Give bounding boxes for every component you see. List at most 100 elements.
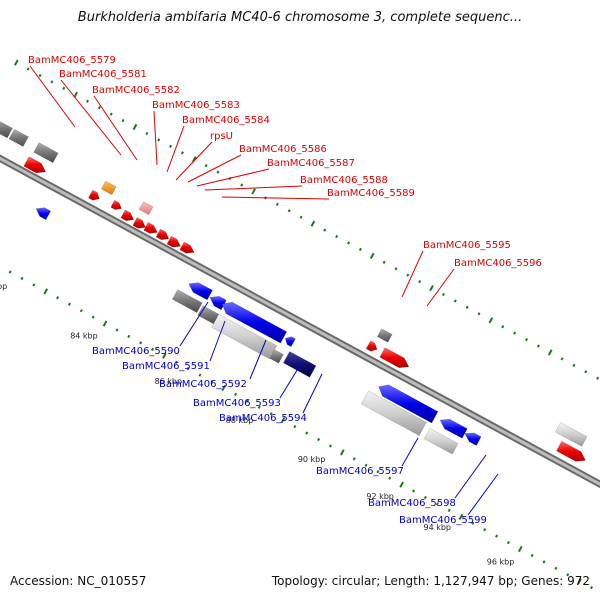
kbp-label: 84 kbp [70,331,98,340]
upper-tick [240,183,244,187]
kbp-label: 90 kbp [298,455,326,464]
lower-tick [139,341,143,345]
lower-tick [412,489,416,493]
gene-label-forward: BamMC406_5588 [300,175,388,186]
leader-line [29,65,76,128]
lower-tick [340,449,345,456]
upper-tick [132,123,138,131]
reverse-gene-arrow [439,418,468,439]
upper-tick [251,188,256,195]
upper-tick [14,59,19,66]
upper-tick [547,349,553,356]
upper-tick [429,284,434,292]
lower-tick [221,384,227,392]
gene-label-forward: BamMC406_5581 [59,69,147,80]
leader-line [93,95,138,161]
upper-tick [418,280,422,284]
lower-tick [79,309,83,313]
lower-tick [20,276,24,281]
gene-label-reverse: BamMC406_5598 [368,498,456,509]
leader-line [401,250,424,298]
upper-tick [453,299,457,303]
lower-tick [483,528,487,532]
lower-tick [364,463,368,467]
lower-tick [293,425,297,429]
pseudo-gene-box [360,390,427,436]
upper-tick [287,209,291,213]
upper-tick [275,202,279,206]
lower-tick [435,502,439,506]
forward-gene-arrow [23,156,47,174]
lower-tick [577,578,582,585]
rRNA-gene-box [138,201,154,216]
leader-line [279,361,303,399]
upper-tick [488,317,494,324]
forward-gene-arrow [179,241,195,254]
upper-tick [369,252,375,259]
kbp-label: 94 kbp [423,523,451,532]
reverse-gene-box [283,351,317,378]
lower-tick [174,360,178,364]
gene-label-reverse: BamMC406_5597 [316,466,404,477]
kbp-label: 96 kbp [487,557,515,566]
reverse-gene-arrow [209,296,227,311]
lower-tick [91,315,95,319]
gene-label-forward: BamMC406_5583 [152,100,240,111]
upper-tick [145,131,149,136]
kbp-label: 86 kbp [155,377,183,386]
gene-label-reverse: BamMC406_5594 [219,413,307,424]
gene-label-reverse: BamMC406_5593 [193,398,281,409]
lower-tick [151,347,155,351]
forward-gene-arrow [132,217,146,229]
leader-line [426,268,455,307]
forward-gene-arrow [155,228,170,241]
gene-label-forward: BamMC406_5596 [454,258,542,269]
upper-tick [169,144,173,148]
upper-tick [347,241,351,245]
leader-line [204,185,303,191]
lower-tick [530,553,534,558]
upper-tick [596,376,600,380]
upper-tick [157,138,161,142]
upper-tick [358,247,362,252]
lower-tick [162,352,167,359]
leader-line [401,437,419,467]
leader-line [153,110,158,166]
leader-line [166,125,185,173]
gene-label-reverse: BamMC406_5599 [399,515,487,526]
lower-tick [102,320,108,327]
tRNA-gene-box [100,180,117,196]
gene-label-reverse: BamMC406_5590 [92,346,180,357]
upper-tick [536,344,540,348]
lower-tick [280,417,286,424]
pseudo-gene-box [33,142,59,164]
leader-line [467,473,499,516]
gene-label-forward: BamMC406_5584 [182,115,270,126]
lower-tick [471,521,475,525]
upper-tick [26,67,30,71]
lower-tick [245,399,249,403]
kbp-label: 82 kbp [0,282,7,291]
upper-tick [501,325,505,329]
gene-label-forward: BamMC406_5589 [327,188,415,199]
label-leader-lines [29,65,499,516]
lower-tick [517,545,523,553]
lower-tick [495,534,499,538]
upper-tick [465,305,469,310]
lower-tick [506,540,510,545]
lower-tick [32,283,36,287]
lower-tick [115,328,119,332]
pseudo-gene-box [8,128,29,147]
leader-line [175,141,213,181]
map-title: Burkholderia ambifaria MC40-6 chromosome… [77,10,523,25]
upper-tick [524,337,528,342]
pseudo-gene-box [554,422,588,447]
pseudo-gene-box [269,349,284,364]
leader-line [196,168,270,187]
forward-gene-arrow [120,209,134,221]
lower-tick [127,334,131,339]
lower-tick [210,379,214,384]
reverse-gene-arrow [378,384,439,424]
